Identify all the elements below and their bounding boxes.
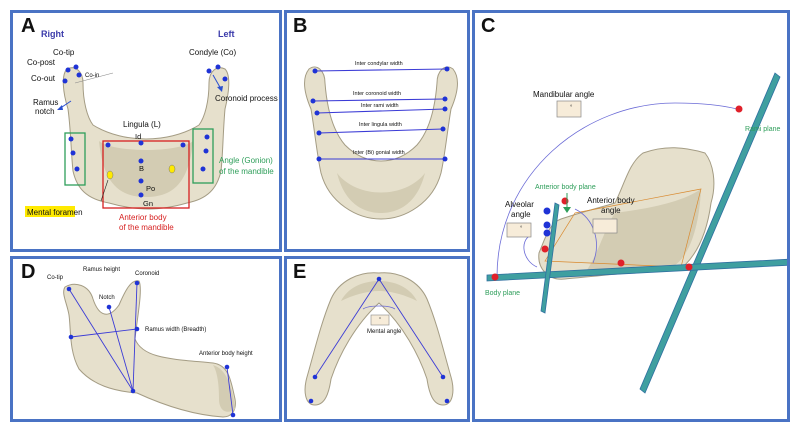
label-inter-rami: Inter rami width [361,103,399,109]
panel-c-label: C [481,15,496,37]
landmarks-b [310,66,450,162]
mental-angle-lines [314,278,444,378]
label-body-plane: Body plane [485,290,520,297]
label-anterior-1: Anterior body [119,213,167,222]
label-gn: Gn [143,199,153,208]
label-anterior-body-plane: Anterior body plane [535,184,596,191]
mental-angle-box-mark: ° [379,317,381,323]
label-alveolar-1: Alveolar [505,200,534,209]
gonion-box-right [64,132,86,186]
label-condyle: Condyle (Co) [189,48,236,57]
mandible-bottom [304,272,454,406]
label-inter-gonial: Inter (Bi) gonial width [353,150,405,156]
label-lingula: Lingula (L) [123,120,161,129]
label-d-ramus-height: Ramus height [83,267,120,273]
label-notch: notch [35,107,55,116]
panel-d: D Co-tip Ramus height Coronoid Notch Ram… [10,256,282,422]
panel-b-figure: Inter condylar width Inter coronoid widt… [304,61,458,220]
mental-foramen-highlight [25,206,75,217]
alveolar-angle-box [506,222,532,238]
landmarks-e [308,276,450,404]
panel-c-figure: ° ° Mandibular angle Rami plane Anterior… [485,72,787,394]
panel-a: A Right Left Co-tip [10,10,282,252]
landmarks-d [66,280,236,418]
label-co-out: Co-out [31,74,56,83]
label-po: Po [146,184,155,193]
mental-foramen-left [168,164,176,174]
plane-points [491,105,743,281]
width-lines [312,68,448,160]
label-ramus: Ramus [33,98,58,107]
label-rami-plane: Rami plane [745,126,781,133]
panel-c: C ° [472,10,790,422]
label-inter-condylar: Inter condylar width [355,61,403,67]
mandibular-angle-arc [496,102,738,278]
label-left: Left [218,29,235,39]
mandible-shade [99,141,193,197]
label-anterior-angle-2: angle [601,206,621,215]
panel-b: B Inter condylar width Inter coronoid wi… [284,10,470,252]
label-alveolar-2: angle [511,210,531,219]
label-b: B [139,164,144,173]
gonion-box-left [192,128,214,184]
label-co-tip: Co-tip [53,48,75,57]
alveolar-angle-box-mark: ° [520,226,523,232]
rami-plane [639,72,781,394]
mandibular-angle-box-mark: ° [570,105,573,111]
label-co-in: Co-in [85,73,99,79]
label-d-co-tip: Co-tip [47,275,64,281]
panel-d-figure: Co-tip Ramus height Coronoid Notch Ramus… [47,267,253,418]
label-co-post: Co-post [27,58,56,67]
label-id: Id [135,132,141,141]
panel-a-figure: Right Left Co-tip Co-post Co-out Co-in C… [25,29,278,232]
panel-a-label: A [21,15,36,37]
label-mandibular-angle: Mandibular angle [533,90,595,99]
label-anterior-2: of the mandible [119,223,174,232]
label-coronoid-process: Coronoid process [215,94,278,103]
label-inter-lingula: Inter lingula width [359,122,402,128]
label-anterior-angle-1: Anterior body [587,196,635,205]
panel-e: E ° Mental angle [284,256,470,422]
anterior-body-box [102,140,190,209]
measure-lines-d [68,282,234,416]
anterior-angle-box [592,218,618,234]
label-mental-angle: Mental angle [367,329,402,335]
panel-e-figure: ° Mental angle [304,272,454,406]
label-d-notch: Notch [99,295,115,301]
label-mental-foramen: Mental foramen [27,208,83,217]
mandibular-angle-box [556,100,582,118]
anterior-body-plane [540,202,560,314]
mandible-side-d [63,280,236,418]
panel-d-label: D [21,261,36,283]
label-d-anterior-height: Anterior body height [199,351,253,357]
mental-foramen-right [106,170,114,180]
label-d-ramus-width: Ramus width (Breadth) [145,327,206,333]
mental-angle-box [370,314,390,326]
label-d-coronoid: Coronoid [135,271,159,277]
landmarks-a [62,64,228,198]
panel-b-label: B [293,15,308,37]
label-inter-coronoid: Inter coronoid width [353,91,401,97]
label-angle-2: of the mandible [219,167,274,176]
panel-e-label: E [293,261,307,283]
label-angle-1: Angle (Gonion) [219,156,273,165]
label-right: Right [41,29,64,39]
